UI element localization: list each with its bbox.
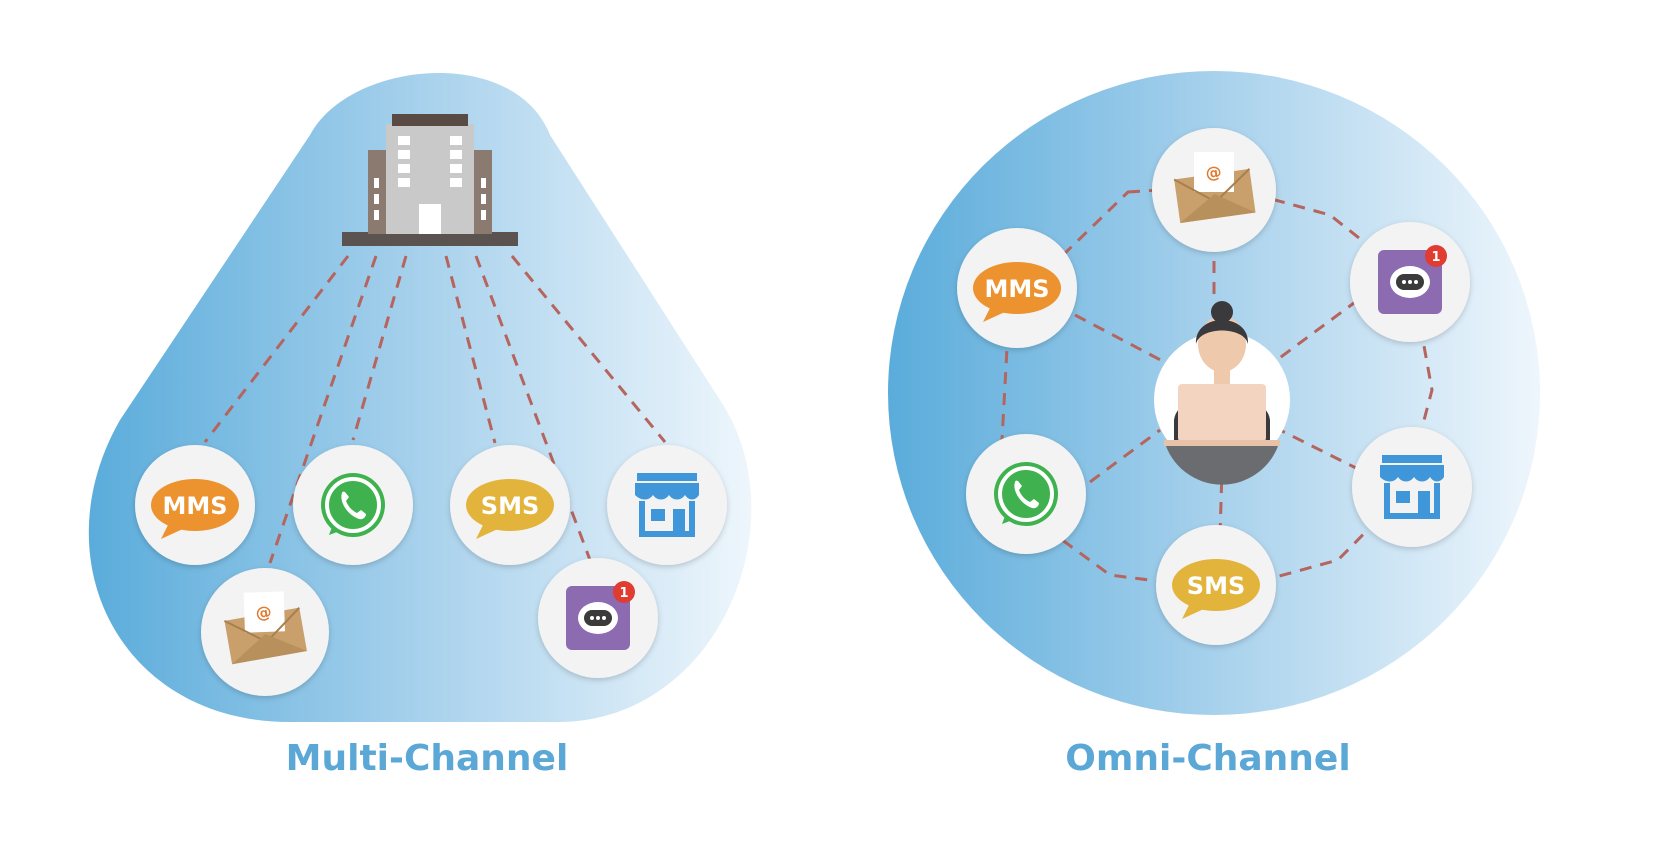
spoke-sms	[1218, 469, 1224, 536]
notification-badge-count: 1	[1431, 250, 1440, 265]
multi-channel-title: Multi-Channel	[285, 738, 569, 779]
mms-bubble-icon: MMS	[973, 262, 1061, 322]
omni-node-sms: SMS	[1156, 525, 1276, 645]
svg-text:@: @	[1204, 162, 1222, 183]
omni-node-store	[1352, 427, 1472, 547]
omni-channel-title: Omni-Channel	[1065, 738, 1351, 779]
email-envelope-icon: @	[224, 591, 307, 665]
spoke-store	[1279, 428, 1361, 472]
office-building-icon	[342, 114, 518, 246]
whatsapp-icon	[994, 462, 1058, 526]
outer-ring	[1000, 184, 1434, 592]
connector-store	[510, 255, 667, 443]
sms-label: SMS	[481, 492, 539, 520]
connector-whatsapp	[351, 255, 408, 441]
omni-node-email: @	[1152, 128, 1276, 252]
whatsapp-icon	[321, 473, 385, 537]
email-envelope-icon: @	[1173, 152, 1256, 224]
multi-node-chat: 1	[538, 558, 658, 678]
spoke-whatsapp	[1089, 428, 1161, 484]
notification-badge	[613, 581, 635, 603]
omni-channel-group: @ 1	[888, 71, 1540, 715]
spoke-mms	[1074, 313, 1171, 367]
notification-badge-count: 1	[619, 586, 628, 601]
omni-node-mms: MMS	[957, 228, 1077, 348]
chat-app-icon: 1	[566, 581, 635, 650]
sms-bubble-icon: SMS	[1172, 559, 1260, 619]
mms-bubble-icon: MMS	[151, 479, 239, 539]
svg-text:@: @	[254, 602, 273, 623]
multi-node-whatsapp	[293, 445, 413, 565]
multi-node-store	[607, 445, 727, 565]
multi-node-sms: SMS	[450, 445, 570, 565]
omni-node-chat: 1	[1350, 222, 1470, 342]
sms-bubble-icon: SMS	[466, 479, 554, 539]
multi-node-email: @	[201, 568, 329, 696]
notification-badge	[1425, 245, 1447, 267]
connector-mms	[203, 255, 350, 443]
mms-label: MMS	[984, 275, 1049, 303]
sms-label: SMS	[1187, 572, 1245, 600]
omni-node-whatsapp	[966, 434, 1086, 554]
chat-app-icon: 1	[1378, 245, 1447, 314]
mms-label: MMS	[162, 492, 227, 520]
multi-node-mms: MMS	[135, 445, 255, 565]
storefront-icon	[1380, 455, 1444, 519]
agent-at-laptop-icon	[1154, 301, 1290, 485]
spoke-chat	[1269, 298, 1359, 367]
multi-channel-group: MMS SMS	[88, 72, 752, 722]
connector-sms	[444, 255, 497, 444]
storefront-icon	[635, 473, 699, 537]
multi-connectors	[203, 255, 667, 564]
omni-connectors	[1000, 184, 1434, 592]
